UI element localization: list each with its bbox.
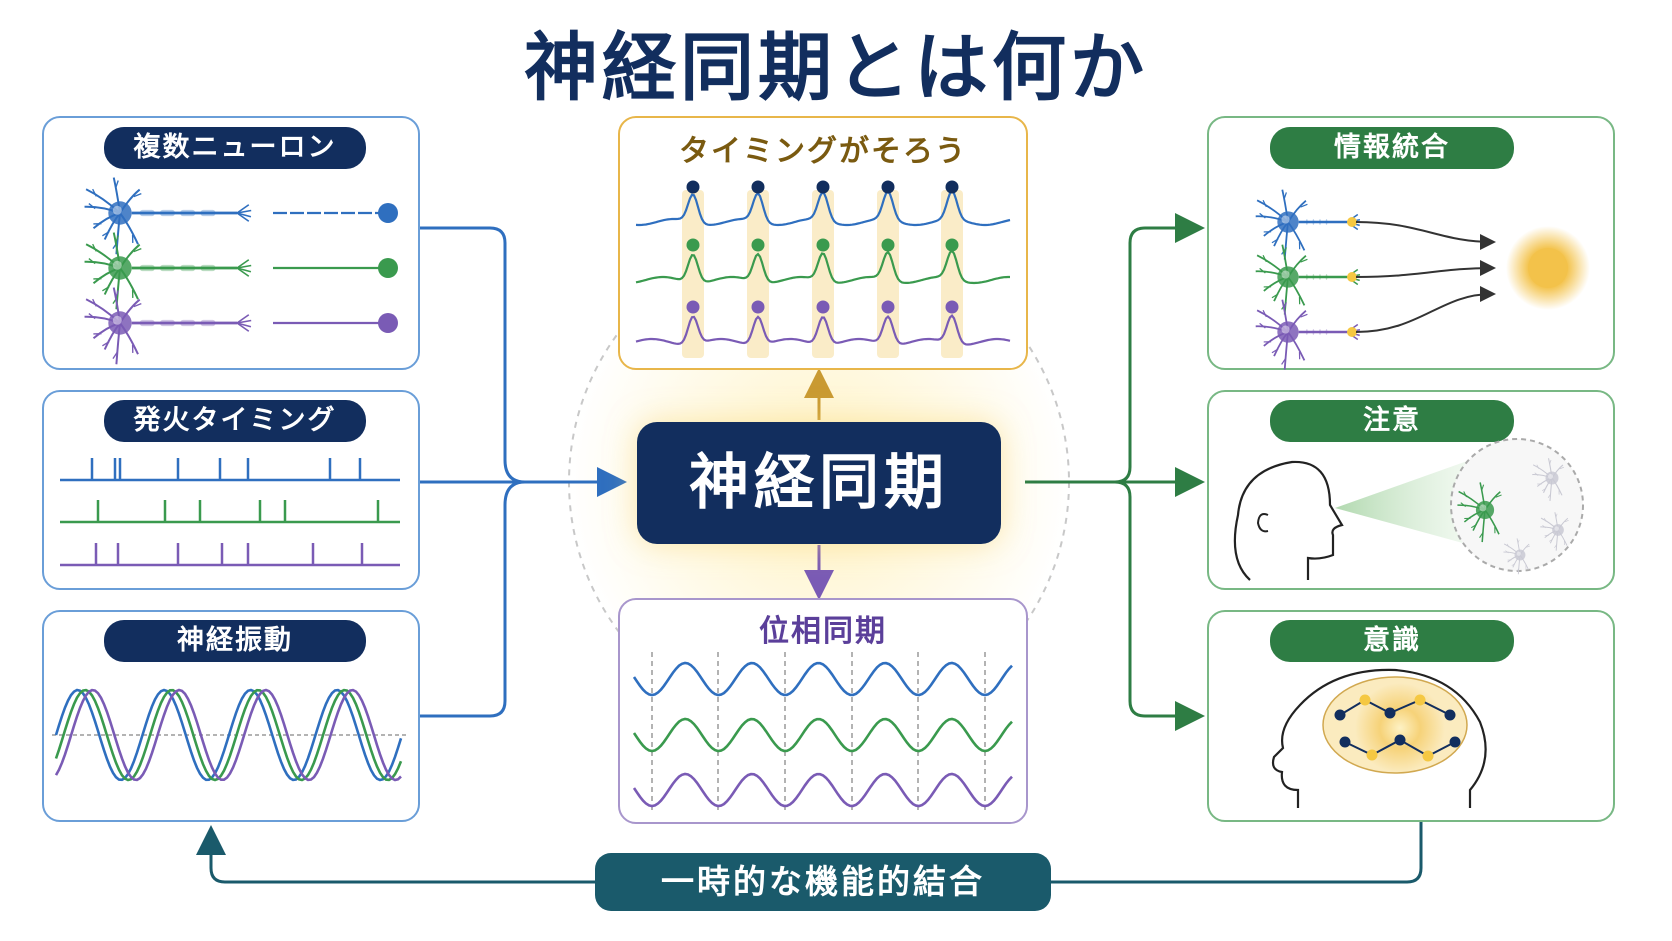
connector-neurons [420, 226, 526, 484]
label-phase-sync: 位相同期 [759, 614, 887, 649]
pill-firing-timing: 発火タイミング [104, 400, 366, 442]
pill-attention: 注意 [1270, 400, 1514, 442]
page-title: 神経同期とは何か [524, 25, 1148, 111]
center-node: 神経同期 [637, 422, 1001, 544]
feedback-loop-arrow [196, 825, 595, 884]
arrow-to-integration [1114, 213, 1205, 484]
pill-consciousness: 意識 [1270, 620, 1514, 662]
functional-coupling-label: 一時的な機能的結合 [595, 853, 1051, 911]
pill-neurons: 複数ニューロン [104, 127, 366, 169]
label-timing-aligned: タイミングがそろう [679, 134, 967, 169]
connector-oscillation [420, 480, 526, 718]
pill-oscillation: 神経振動 [104, 620, 366, 662]
arrow-to-consciousness [1114, 480, 1205, 731]
feedback-loop [1051, 822, 1423, 884]
pill-integration: 情報統合 [1270, 127, 1514, 169]
